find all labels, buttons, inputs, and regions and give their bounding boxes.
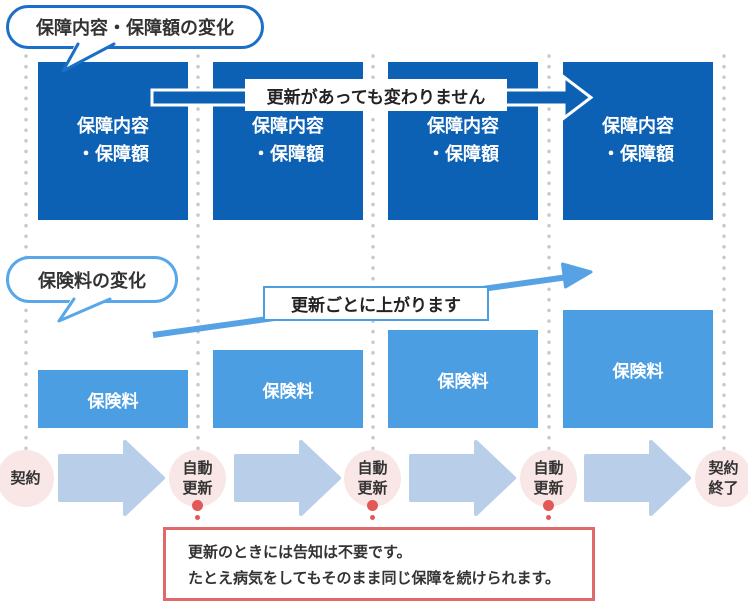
premium-box: 保険料 <box>213 350 363 428</box>
coverage-box: 保障内容 ・保障額 <box>563 62 713 220</box>
timeline-node-contract-end: 契約 終了 <box>695 450 748 507</box>
timeline-node-auto-renewal: 自動 更新 <box>520 450 577 507</box>
timeline-arrow <box>234 440 341 516</box>
premium-box: 保険料 <box>388 330 538 428</box>
renewal-note-box: 更新のときには告知は不要です。 たとえ病気をしてもそのまま同じ保障を続けられます… <box>163 527 595 601</box>
renewal-connector-dot <box>370 515 375 520</box>
timeline-arrow <box>584 440 691 516</box>
premium-section-bubble: 保険料の変化 <box>6 256 178 303</box>
timeline-node-auto-renewal: 自動 更新 <box>169 450 226 507</box>
coverage-arrow-caption: 更新があっても変わりません <box>245 79 507 111</box>
renewal-connector-dot <box>543 500 554 511</box>
timeline-arrow <box>409 440 516 516</box>
timeline-node-auto-renewal: 自動 更新 <box>344 450 401 507</box>
premium-box: 保険料 <box>563 310 713 428</box>
timeline-arrow <box>58 440 165 516</box>
premium-arrow-caption: 更新ごとに上がります <box>263 286 489 321</box>
coverage-box: 保障内容 ・保障額 <box>38 62 188 220</box>
coverage-section-bubble: 保障内容・保障額の変化 <box>6 5 264 49</box>
timeline-node-contract-start: 契約 <box>0 450 54 507</box>
renewal-note-line: 更新のときには告知は不要です。 <box>188 543 412 561</box>
premium-box: 保険料 <box>38 370 188 428</box>
renewal-note-line: たとえ病気をしてもそのまま同じ保障を続けられます。 <box>188 569 561 587</box>
renewal-connector-dot <box>367 500 378 511</box>
renewal-connector-dot <box>195 515 200 520</box>
renewal-connector-dot <box>546 515 551 520</box>
renewal-connector-dot <box>192 500 203 511</box>
